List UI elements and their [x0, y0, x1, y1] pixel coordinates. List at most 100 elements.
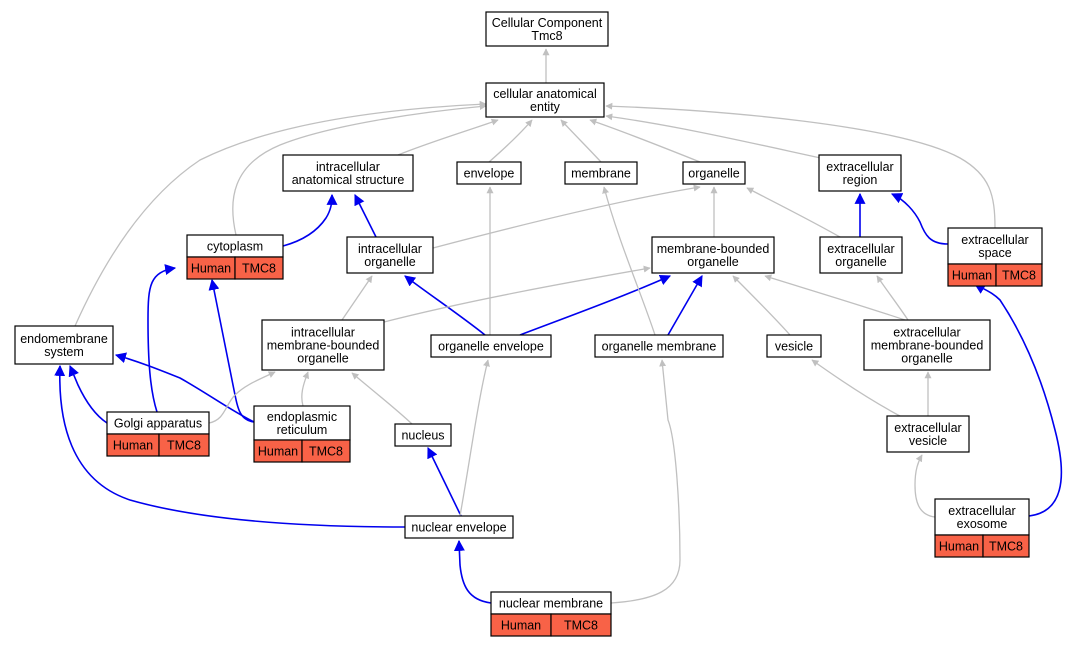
edge-mbo-from-embo [764, 274, 906, 321]
node-box [430, 334, 552, 358]
edge-mbo-from-vesicle [732, 275, 791, 336]
node-box [818, 154, 902, 192]
species-label: Human [952, 269, 992, 283]
node-label: vesicle [775, 340, 813, 354]
node-box [819, 236, 903, 274]
gene-label: TMC8 [989, 540, 1023, 554]
node-membrane[interactable]: membrane [564, 161, 638, 185]
annotation-row: Human TMC8 [947, 263, 1043, 287]
edge-extracellular-vesicle-from-exosome [914, 454, 936, 518]
node-organelle[interactable]: organelle [682, 161, 746, 185]
node-label: nucleus [401, 429, 444, 443]
node-label: reticulum [277, 423, 328, 437]
gene-label: TMC8 [167, 439, 201, 453]
node-label: membrane-bounded [871, 339, 984, 353]
node-box [485, 11, 609, 47]
edge-endomembrane-from-er [114, 352, 255, 423]
node-box [404, 515, 514, 539]
node-label: extracellular [893, 326, 960, 340]
node-box [564, 161, 638, 185]
node-label: Golgi apparatus [114, 417, 202, 431]
node-label: Tmc8 [531, 29, 562, 43]
gene-cell [234, 256, 284, 280]
node-label: endoplasmic [267, 410, 337, 424]
node-nucleus[interactable]: nucleus [394, 423, 452, 447]
edge-cae-from-endomembrane [74, 100, 487, 327]
edge-mbo-from-organelle-envelope [519, 274, 672, 336]
edge-extracellular-organelle-from-embo [876, 275, 909, 321]
edge-cae-from-organelle [589, 118, 701, 163]
annotation-row: Human TMC8 [253, 439, 351, 463]
node-label: organelle [297, 352, 348, 366]
node-label: organelle envelope [438, 340, 544, 354]
gene-label: TMC8 [1002, 269, 1036, 283]
node-label: organelle [901, 352, 952, 366]
annotation-row: Human TMC8 [934, 534, 1030, 558]
node-organelle-membrane[interactable]: organelle membrane [594, 334, 724, 358]
node-label: intracellular [291, 326, 355, 340]
node-label: Cellular Component [492, 16, 603, 30]
edge-extracellular-space-from-exosome [974, 283, 1063, 517]
edge-cae-from-extracellular-region [605, 113, 831, 161]
node-label: extracellular [948, 504, 1015, 518]
node-box [346, 236, 434, 274]
node-label: vesicle [909, 434, 947, 448]
node-nuclear-envelope[interactable]: nuclear envelope [404, 515, 514, 539]
species-label: Human [939, 540, 979, 554]
gene-label: TMC8 [564, 619, 598, 633]
node-box [394, 423, 452, 447]
edge-cae-from-extracellular-space [605, 102, 996, 229]
node-label: nuclear envelope [411, 521, 506, 535]
edge-imbo-from-golgi [208, 371, 276, 424]
node-label: extracellular [827, 242, 894, 256]
node-label: cytoplasm [207, 240, 263, 254]
gene-cell [995, 263, 1043, 287]
edge-extracellular-region-from-extracellular-space [891, 193, 949, 245]
edge-vesicle-from-extracellular-vesicle [811, 359, 901, 417]
node-label: extracellular [894, 421, 961, 435]
graph-edges [54, 48, 1063, 604]
node-label: exosome [957, 517, 1008, 531]
edge-nucleus-from-nuclear-envelope [427, 447, 462, 517]
node-label: intracellular [358, 242, 422, 256]
edge-ias-from-intracellular-organelle [354, 194, 377, 238]
node-box [947, 227, 1043, 265]
node-envelope[interactable]: envelope [456, 161, 522, 185]
node-label: entity [530, 100, 561, 114]
gene-cell [550, 613, 612, 637]
node-box [886, 415, 970, 453]
edge-nuclear-envelope-from-nuclear-membrane [453, 539, 492, 604]
gene-label: TMC8 [309, 445, 343, 459]
gene-cell [158, 433, 210, 457]
node-label: organelle membrane [602, 340, 717, 354]
edge-membrane-from-organelle-membrane [602, 186, 656, 336]
node-label: organelle [687, 255, 738, 269]
species-label: Human [258, 445, 298, 459]
node-label: region [843, 173, 878, 187]
edge-cae-from-cytoplasm [232, 103, 487, 236]
gene-label: TMC8 [242, 262, 276, 276]
edge-cae-from-ias [397, 118, 499, 156]
node-organelle-envelope[interactable]: organelle envelope [430, 334, 552, 358]
edge-cae-from-membrane [560, 119, 602, 163]
edge-mbo-from-imbo [383, 265, 651, 323]
node-vesicle[interactable]: vesicle [766, 334, 822, 358]
